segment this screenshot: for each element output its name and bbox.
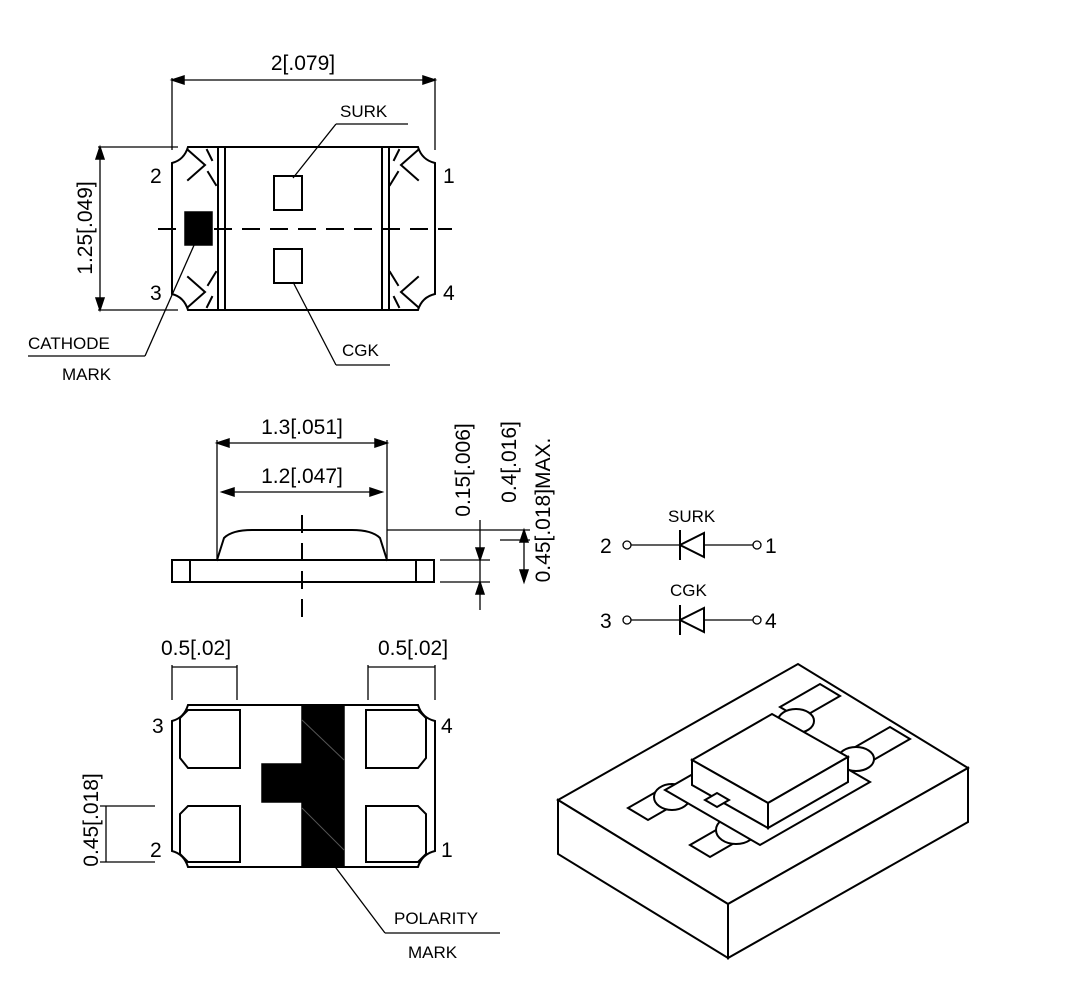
schematic-pin-2: 2 [600,535,612,558]
cathode-callout-line1: CATHODE [28,334,110,353]
base-thickness-dim: 0.15[.006] [452,423,475,516]
pad-left-dim: 0.5[.02] [161,637,231,660]
max-height-dim: 0.45[.018]MAX. [532,438,555,583]
diode-surk-icon [677,530,705,560]
diode-cgk-icon [677,605,705,635]
top-pin-4: 4 [443,282,455,305]
bottom-pin-4: 4 [441,715,453,738]
bottom-pin-3: 3 [152,715,164,738]
top-pin-1: 1 [443,165,455,188]
surk-callout: SURK [340,102,388,121]
top-height-dim: 1.25[.049] [74,181,97,274]
schematic-pin-4: 4 [765,610,777,633]
schematic-pin-3: 3 [600,610,612,633]
side-view: 1.3[.051] 1.2[.047] 0.15[.006] 0.4[.016]… [171,416,555,620]
bottom-view: 0.5[.02] 0.5[.02] 0.45[.018] 3 4 2 1 POL… [80,637,500,962]
body-height-dim: 0.4[.016] [498,421,521,503]
bottom-pin-1: 1 [441,839,453,862]
pad-height-dim: 0.45[.018] [80,773,103,866]
bottom-pin-2: 2 [150,839,162,862]
schematic-pin-1: 1 [765,535,777,558]
polarity-callout-line1: POLARITY [394,909,478,928]
side-inner-width-dim: 1.2[.047] [261,465,343,488]
top-width-dim: 2[.079] [271,52,335,75]
side-outer-width-dim: 1.3[.051] [261,416,343,439]
cathode-callout-line2: MARK [62,365,112,384]
top-pin-2: 2 [150,165,162,188]
cgk-callout: CGK [342,341,380,360]
top-view: 2[.079] 1.25[.049] 2 1 3 4 [28,52,455,384]
top-pin-3: 3 [150,282,162,305]
schematic-cgk-label: CGK [670,581,708,600]
schematic-surk-label: SURK [668,507,716,526]
pad-right-dim: 0.5[.02] [378,637,448,660]
polarity-callout-line2: MARK [408,943,458,962]
iso-package-icon [556,662,970,960]
schematic: SURK 2 1 CGK 3 4 [600,507,777,635]
